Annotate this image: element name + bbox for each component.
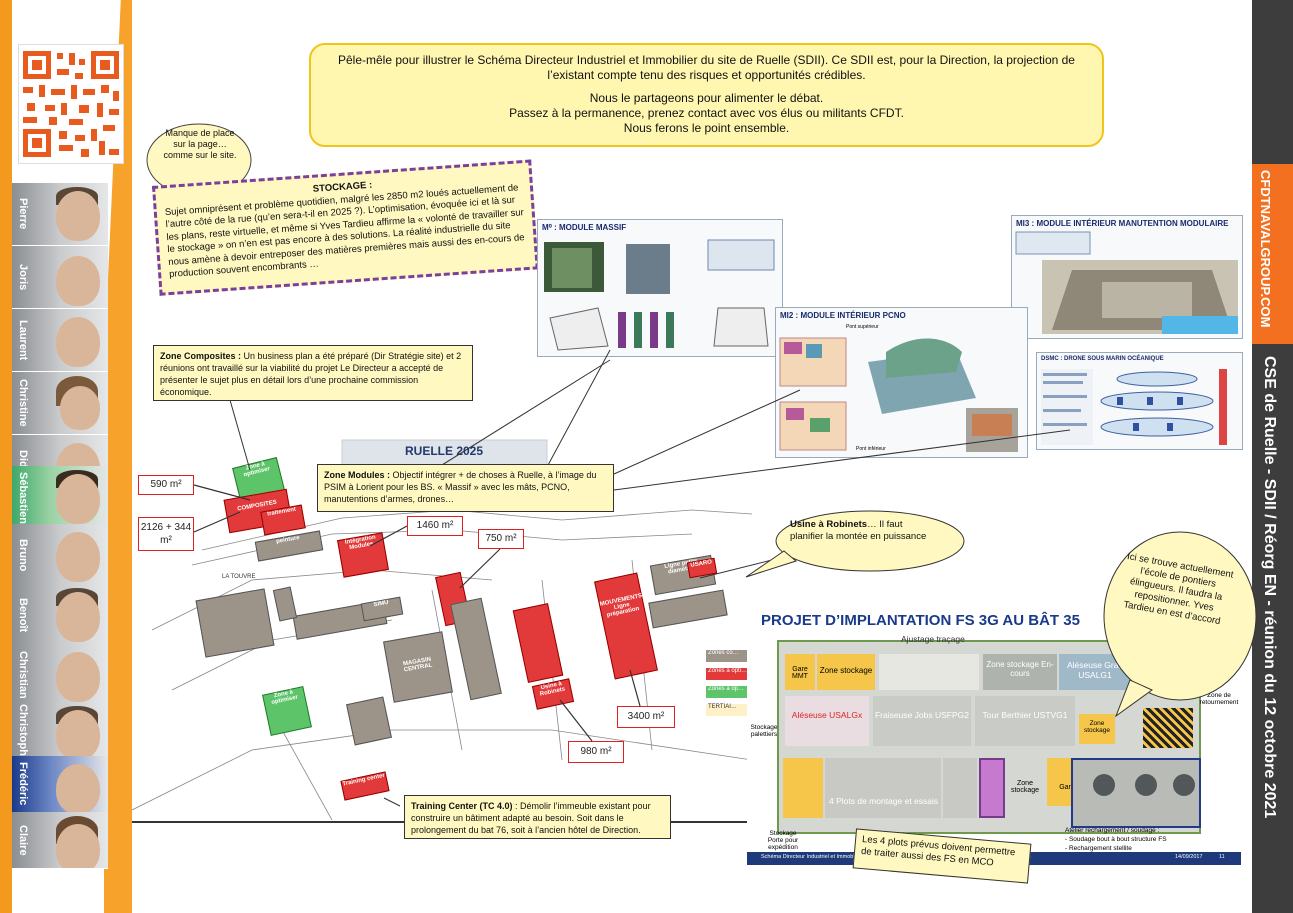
person-name: Bruno [17,538,29,572]
robinets-label: Usine à Robinets [790,519,868,530]
person-name: Laurent [17,319,29,361]
plan-atelier-zone [1071,758,1201,828]
modules-text: Objectif intégrer + de choses à Ruelle, … [324,470,597,504]
qr-code[interactable] [18,44,124,164]
plan-footer-left: Schéma Directeur Industriel et Immobilie… [761,854,862,860]
panel-dsmc-title: DSMC : DRONE SOUS MARIN OCÉANIQUE [1041,356,1164,362]
area-980: 980 m² [568,741,624,763]
plan-title: PROJET D’IMPLANTATION FS 3G AU BÂT 35 [761,612,1080,629]
plan-zone-stockage: Zone stockage [817,654,875,690]
intro-line-3: Passez à la permanence, prenez contact a… [509,106,904,120]
area-3400: 3400 m² [617,706,675,728]
left-orange-stripe [0,0,12,913]
document-title: CSE de Ruelle - SDII / Réorg EN - réunio… [1261,356,1278,819]
person-laurent: Laurent [12,309,108,372]
plan-atelier-line1: - Soudage bout à bout structure FS [1065,836,1167,843]
person-name: Benoît [17,597,29,633]
plan-zone-stockage-2: Zone stockage [1010,780,1040,794]
plan-machine [943,758,977,818]
person-christophe: Christophe [12,702,108,765]
area-590: 590 m² [138,475,194,495]
robinets-bubble-shape [745,510,965,578]
plan-zone-retour: Zone de retournement [1199,692,1239,706]
plan-plots: 4 Plots de montage et essais [825,758,941,818]
area-1460: 1460 m² [407,516,463,536]
plan-fraiseuse: Fraiseuse Jobs USFPG2 [873,696,971,746]
person-name: Christine [17,379,29,427]
intro-box: Pêle-mêle pour illustrer le Schéma Direc… [309,43,1104,147]
panel-module-massif: M⁰ : MODULE MASSIF [537,219,783,357]
legend-1: Zones co… [706,650,752,662]
person-name: Joris [17,263,29,291]
person-name: Christophe [17,703,29,763]
panel-module-mi3: MI3 : MODULE INTÉRIEUR MANUTENTION MODUL… [1011,215,1243,339]
pontiers-bubble-shape [1103,531,1257,718]
intro-line-2: Nous le partageons pour alimenter le déb… [589,91,824,105]
person-name: Sébastien [17,472,29,524]
intro-line-4: Nous ferons le point ensemble. [623,121,790,135]
area-2126: 2126 + 344 m² [138,517,194,551]
plan-stockage-expedition: Stockage Porte pour expédition [767,830,799,851]
plan-zone-stockage-encours: Zone stockage En-cours [983,654,1057,690]
robinets-note: Usine à Robinets… Il faut planifier la m… [790,519,930,543]
plan-plots-label: 4 Plots de montage et essais [829,796,939,806]
plan-ajustage: Ajustage traçage [901,634,965,644]
plan-hatched-zone [1143,708,1193,748]
right-orange-block [1252,164,1293,344]
person-name: Christian [17,651,29,699]
plan-footer-page: 11 [1219,854,1225,860]
plan-zone-stockage-small: Zone stockage [1079,714,1115,744]
person-benoit: Benoît [12,584,108,647]
area-750: 750 m² [478,529,524,549]
legend-2: Zones à opti… [706,668,752,680]
right-band [1252,0,1293,913]
plan-atelier-note: Atelier rechargement / soudage : - Souda… [1065,826,1167,853]
person-sebastien: Sébastien [12,466,108,531]
person-frederic: Frédéric [12,756,108,813]
plan-plot-area-left [783,758,823,818]
panel-module-mi2: MI2 : MODULE INTÉRIEUR PCNO Pont supérie… [775,307,1028,458]
legend-4: TERTIAI… [706,704,752,716]
plan-violet-zone [979,758,1005,818]
robinets-text: … Il faut planifier la montée en puissan… [790,519,927,542]
panel-mi2-title: MI2 : MODULE INTÉRIEUR PCNO [780,311,906,320]
panel-dsmc: DSMC : DRONE SOUS MARIN OCÉANIQUE [1036,352,1243,450]
plan-tour-berthier: Tour Berthier USTVG1 [975,696,1075,746]
panel-massif-title: M⁰ : MODULE MASSIF [542,223,627,232]
person-name: Claire [17,824,29,856]
map-title: RUELLE 2025 [405,444,484,458]
person-joris: Joris [12,246,108,309]
plan-gare-mmt: Gare MMT [785,654,815,690]
map-la-touvre: LA TOUVRE [222,574,256,580]
plan-aleseuse: Aléseuse USALGx [785,696,869,746]
training-text: : Démolir l’immeuble existant pour const… [411,801,651,835]
person-claire: Claire [12,812,108,869]
panel-mi3-title: MI3 : MODULE INTÉRIEUR MANUTENTION MODUL… [1016,219,1229,228]
person-name: Pierre [17,198,29,230]
modules-note: Zone Modules : Objectif intégrer + de ch… [317,464,614,512]
legend-3: Zones à op… [706,686,752,698]
plan-ajustage-area [879,654,979,690]
plan-atelier-title: Atelier rechargement / soudage : [1065,827,1160,834]
person-name: Frédéric [17,762,29,806]
training-note: Training Center (TC 4.0) : Démolir l’imm… [404,795,671,839]
plan-footer-date: 14/09/2017 [1175,854,1203,860]
plan-atelier-line2: - Rechargement stellite [1065,845,1132,852]
person-bruno: Bruno [12,524,108,587]
composites-note: Zone Composites : Un business plan a été… [153,345,473,401]
map-legend: Zones co… Zones à opti… Zones à op… TERT… [706,644,752,740]
bubble-space-note: Manque de place sur la page… comme sur l… [163,128,237,160]
plan-stockage-palettiers: Stockage palettiers [750,724,778,738]
composites-text: Un business plan a été préparé (Dir Stra… [160,351,462,397]
composites-label: Zone Composites : [160,351,242,361]
pont-sup-label: Pont supérieur [846,324,879,330]
training-label: Training Center (TC 4.0) [411,801,513,811]
modules-label: Zone Modules : [324,470,390,480]
pont-inf-label: Pont inférieur [856,446,886,452]
person-pierre: Pierre [12,183,108,246]
intro-line-1: Pêle-mêle pour illustrer le Schéma Direc… [338,53,1075,82]
site-url[interactable]: CFDTNAVALGROUP.COM [1258,170,1273,328]
person-christine: Christine [12,372,108,435]
